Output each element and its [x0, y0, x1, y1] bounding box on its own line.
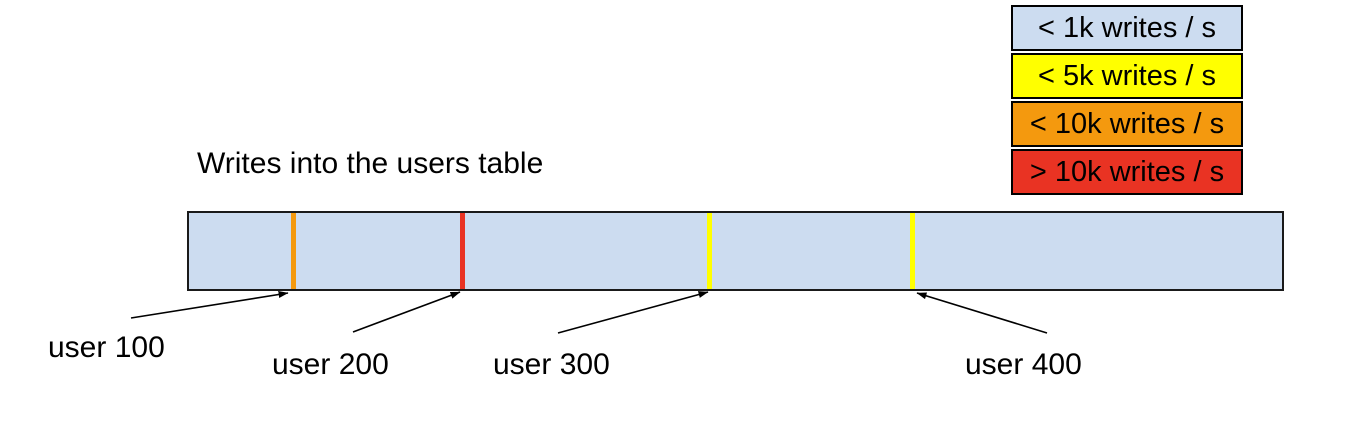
legend-item-gt-10k-label: > 10k writes / s [1029, 155, 1225, 188]
users-table-bar [187, 211, 1284, 291]
diagram-title: Writes into the users table [197, 147, 544, 180]
label-user-300: user 300 [493, 348, 610, 381]
arrow-user-100 [130, 291, 289, 319]
legend-item-gt-10k: > 10k writes / s [1011, 149, 1243, 195]
hotspot-tick-user-100 [291, 213, 296, 289]
arrow-user-400 [916, 292, 1048, 334]
legend-item-lt-5k: < 5k writes / s [1011, 53, 1243, 99]
legend-item-lt-1k: < 1k writes / s [1011, 5, 1243, 51]
legend: < 1k writes / s < 5k writes / s < 10k wr… [1011, 5, 1243, 197]
hotspot-tick-user-300 [707, 213, 712, 289]
label-user-200: user 200 [272, 348, 389, 381]
arrow-user-200 [352, 291, 461, 333]
label-user-400: user 400 [965, 348, 1082, 381]
legend-item-lt-5k-label: < 5k writes / s [1037, 59, 1217, 92]
hotspot-tick-user-200 [460, 213, 465, 289]
legend-item-lt-1k-label: < 1k writes / s [1037, 11, 1217, 44]
label-user-100: user 100 [48, 331, 165, 364]
arrow-user-300 [557, 291, 709, 334]
legend-item-lt-10k: < 10k writes / s [1011, 101, 1243, 147]
hotspot-tick-user-400 [910, 213, 915, 289]
legend-item-lt-10k-label: < 10k writes / s [1029, 107, 1225, 140]
